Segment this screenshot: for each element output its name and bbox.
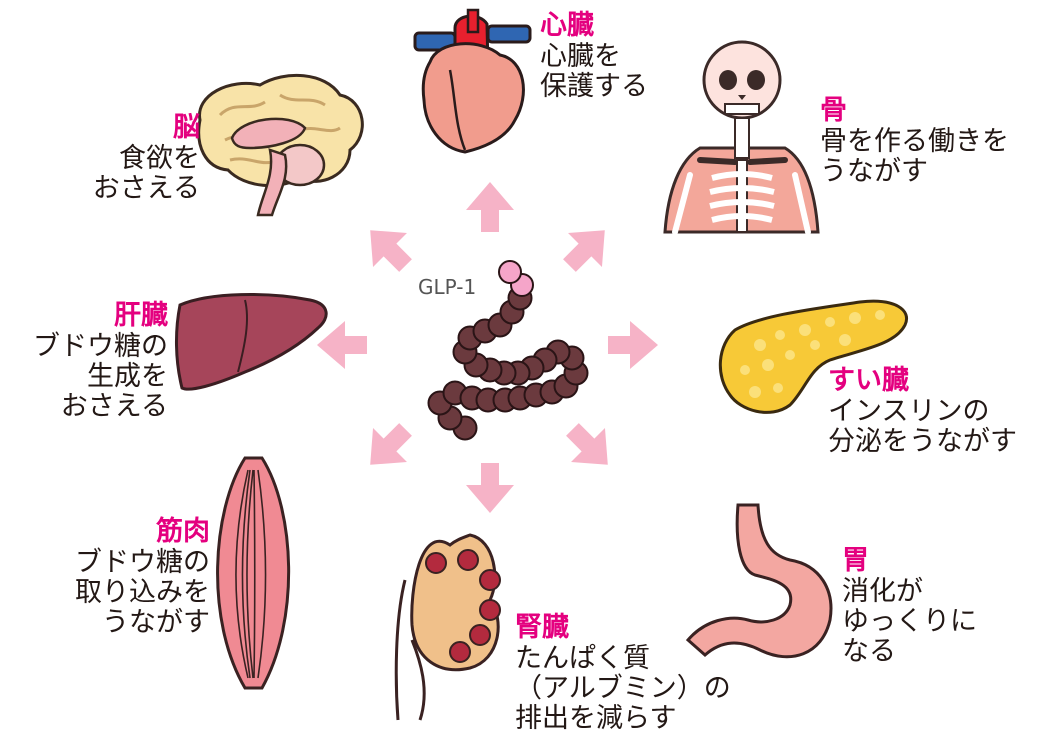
heart-label: 心臓 心臓を 保護する <box>540 10 690 102</box>
arrow-up-right <box>552 213 621 282</box>
brain-desc: 食欲を おさえる <box>40 144 200 204</box>
liver-icon <box>176 295 326 390</box>
bone-desc: 骨を作る働きを うながす <box>820 127 1050 187</box>
liver-label: 肝臓 ブドウ糖の 生成を おさえる <box>0 300 168 422</box>
arrows <box>317 182 658 513</box>
muscle-label: 筋肉 ブドウ糖の 取り込みを うながす <box>20 516 210 638</box>
muscle-desc: ブドウ糖の 取り込みを うながす <box>20 548 210 638</box>
heart-desc: 心臓を 保護する <box>540 42 690 102</box>
heart-title: 心臓 <box>540 10 690 42</box>
peptide-tip-bead <box>499 261 521 283</box>
arrow-down-right <box>555 412 624 481</box>
arrow-left <box>317 321 367 369</box>
muscle-title: 筋肉 <box>20 516 210 548</box>
glp1-label: GLP-1 <box>418 275 476 299</box>
arrow-right <box>608 321 658 369</box>
arrow-up <box>466 182 514 232</box>
kidney-icon <box>396 535 500 720</box>
kidney-desc: たんぱく質 （アルブミン）の 排出を減らす <box>515 644 765 734</box>
liver-desc: ブドウ糖の 生成を おさえる <box>0 332 168 422</box>
pancreas-title: すい臓 <box>828 365 1053 397</box>
stomach-label: 胃 消化が ゆっくりに なる <box>842 545 1042 667</box>
heart-icon <box>415 10 530 152</box>
arrow-down <box>466 463 514 513</box>
liver-title: 肝臓 <box>0 300 168 332</box>
stomach-desc: 消化が ゆっくりに なる <box>842 577 1042 667</box>
pancreas-label: すい臓 インスリンの 分泌をうながす <box>828 365 1053 457</box>
bone-title: 骨 <box>820 95 1050 127</box>
brain-title: 脳 <box>40 112 200 144</box>
kidney-label: 腎臓 たんぱく質 （アルブミン）の 排出を減らす <box>515 612 765 734</box>
kidney-title: 腎臓 <box>515 612 765 644</box>
muscle-icon <box>218 458 289 688</box>
bone-label: 骨 骨を作る働きを うながす <box>820 95 1050 187</box>
brain-icon <box>199 75 363 215</box>
pancreas-desc: インスリンの 分泌をうながす <box>828 397 1053 457</box>
stomach-title: 胃 <box>842 545 1042 577</box>
brain-label: 脳 食欲を おさえる <box>40 112 200 204</box>
arrow-down-left <box>353 412 422 481</box>
arrow-up-left <box>353 213 422 282</box>
